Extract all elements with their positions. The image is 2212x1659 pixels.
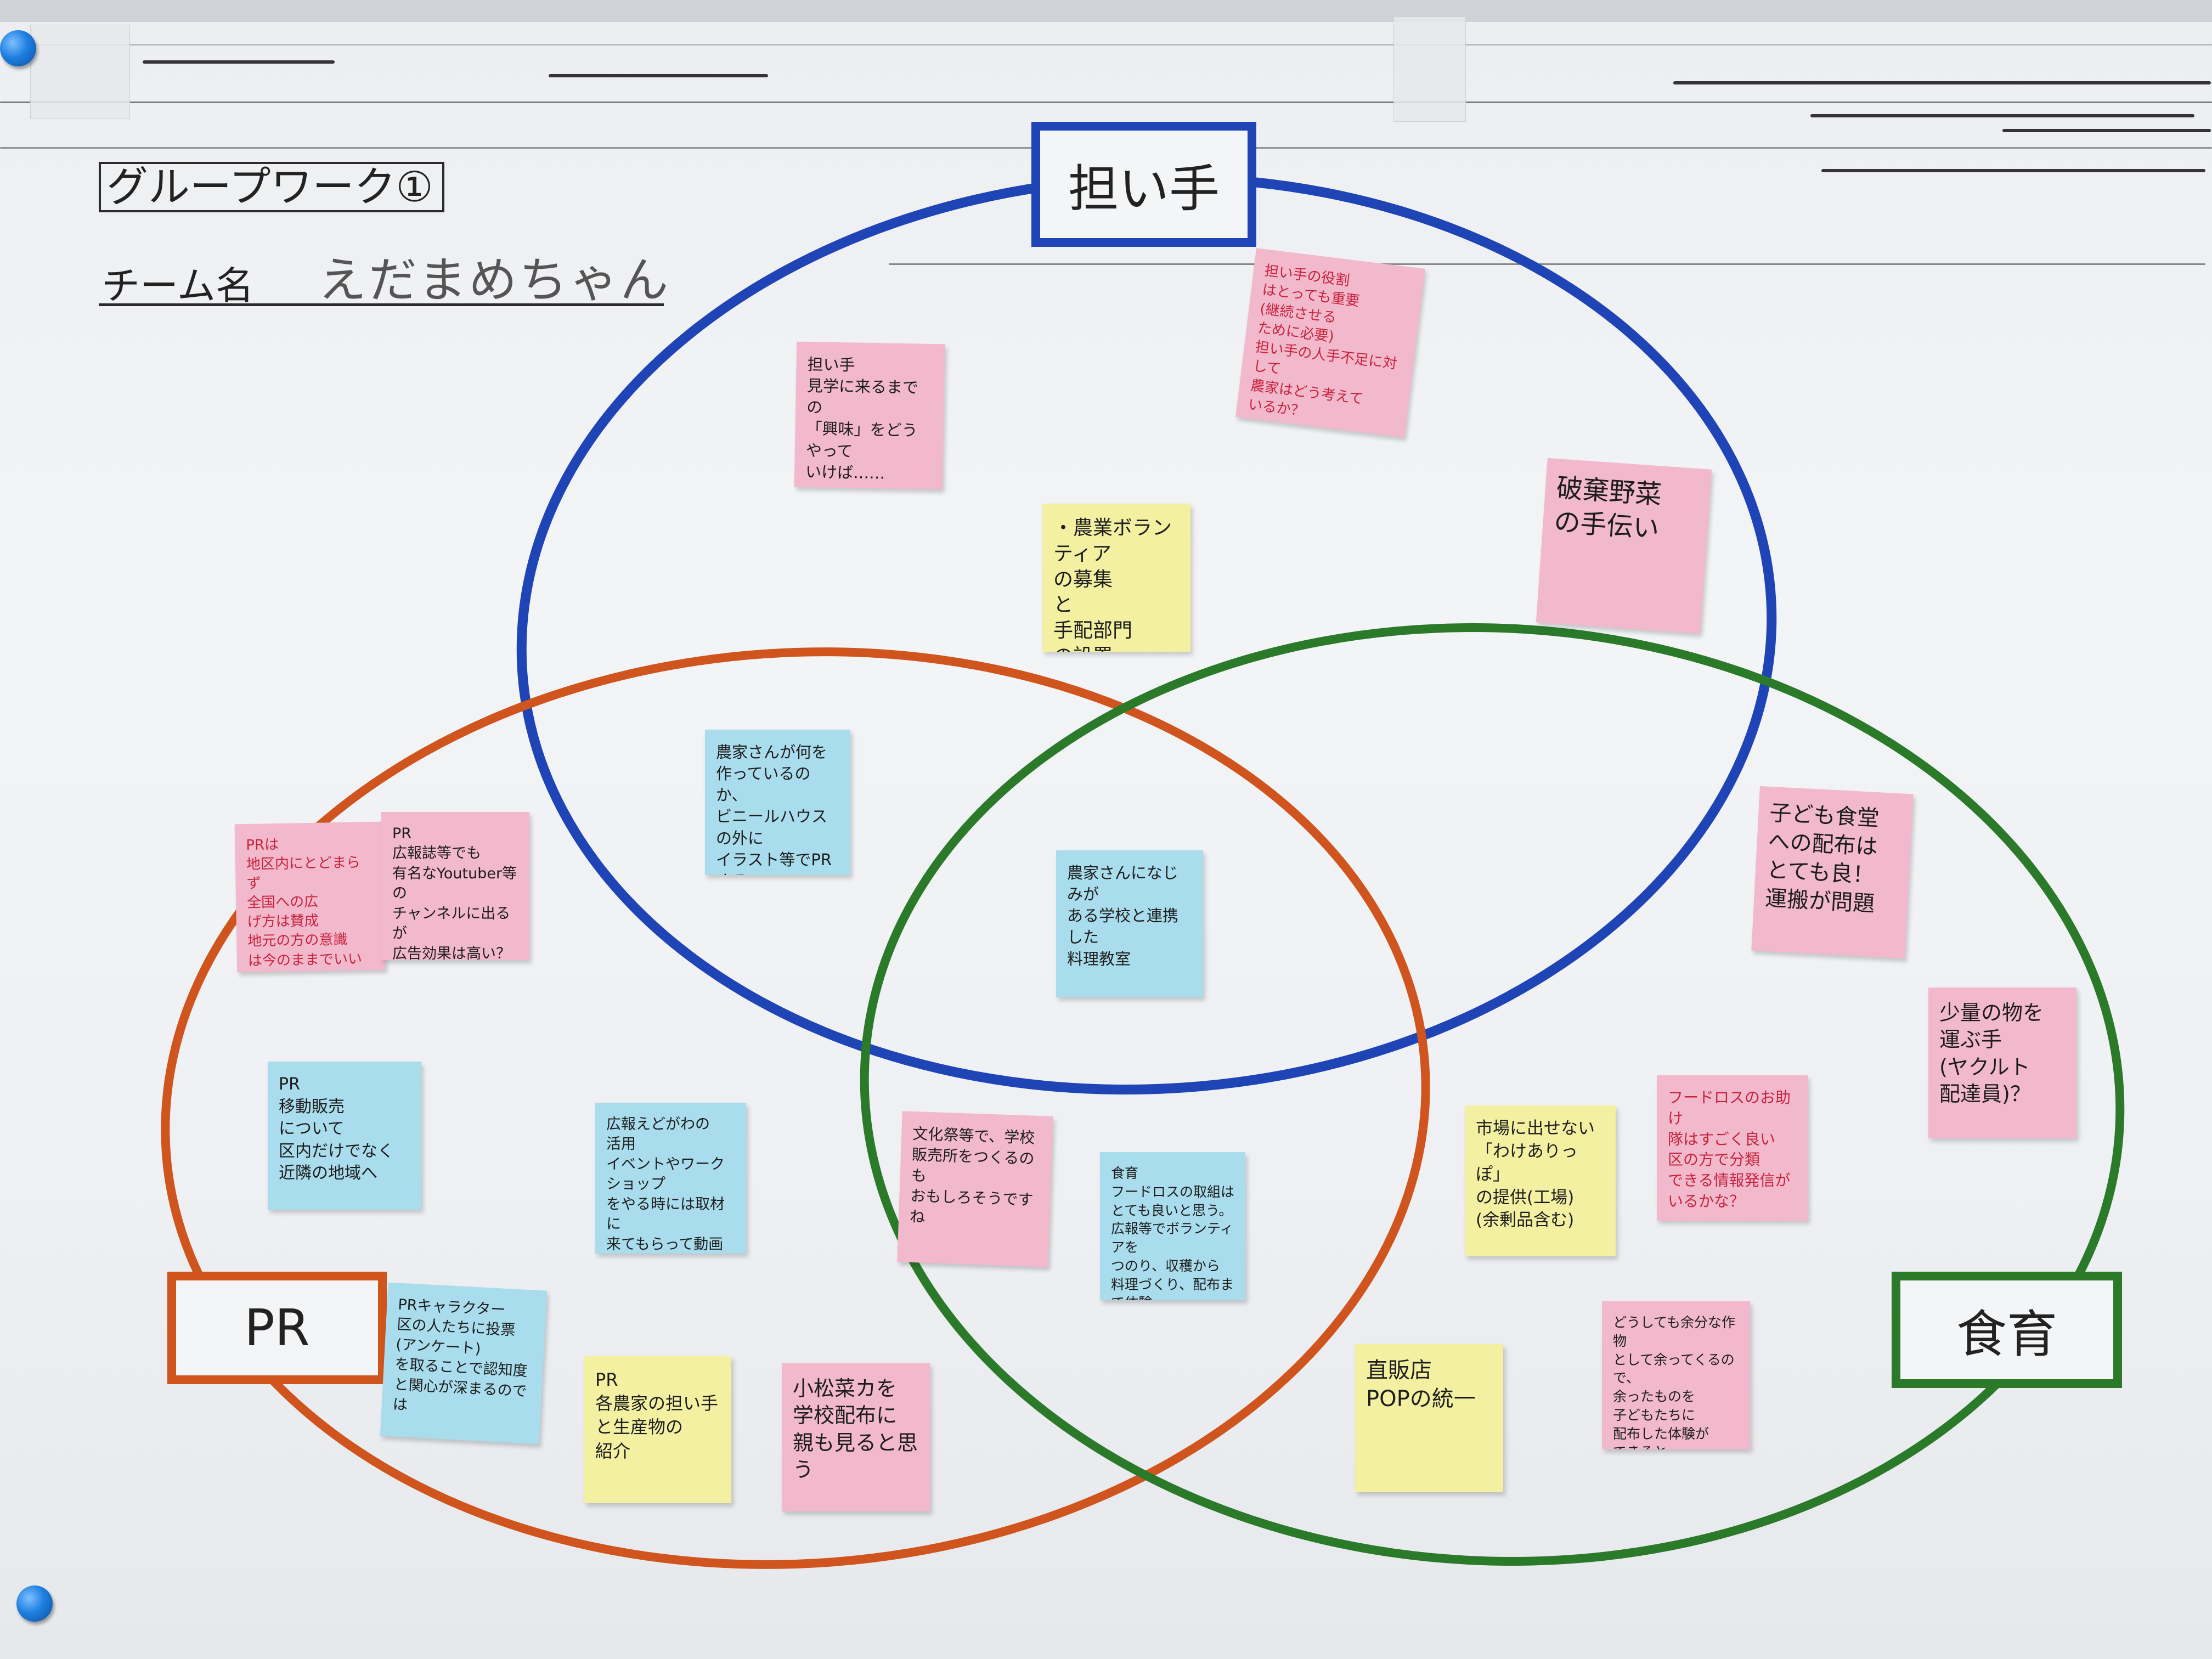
sticky-note: 農家さんが何を 作っているのか、 ビニールハウスの外に イラスト等でPRする Q… xyxy=(705,730,850,875)
sticky-note: 担い手 見学に来るまでの 「興味」をどうやって いけば…… xyxy=(794,341,945,490)
sticky-note: PR 広報誌等でも 有名なYoutuber等の チャンネルに出るが 広告効果は高… xyxy=(381,812,529,960)
sticky-note: フードロスのお助け 隊はすごく良い 区の方で分類 できる情報発信が いるかな？ xyxy=(1657,1075,1808,1221)
sticky-note: 担い手の役割 はとっても重要 (継続させる ために必要) 担い手の人手不足に対し… xyxy=(1235,248,1425,438)
circle-label-top: 担い手 xyxy=(1031,122,1256,247)
paper-fold xyxy=(1810,114,2194,117)
sticky-note: 食育 フードロスの取組は とても良いと思う。 広報等でボランティアを つのり、収… xyxy=(1100,1152,1245,1300)
pin-icon xyxy=(16,1585,53,1622)
paper-fold xyxy=(0,44,2212,46)
tape xyxy=(1393,16,1466,122)
team-label: チーム名 xyxy=(101,263,254,308)
sticky-note: 市場に出せない 「わけありっぽ」 の提供(工場) (余剰品含む) xyxy=(1465,1105,1616,1256)
sticky-note: PRキャラクター 区の人たちに投票 (アンケート) を取ることで認知度 と関心が… xyxy=(380,1282,548,1444)
worksheet-title: グループワーク① xyxy=(99,162,444,212)
paper-fold xyxy=(1673,81,2211,84)
sticky-note: PR 各農家の担い手 と生産物の 紹介 xyxy=(584,1356,731,1503)
sticky-note: PRは 地区内にとどまらず 全国への広 げ方は賛成 地元の方の意識 は今のままで… xyxy=(234,821,386,973)
sticky-note: PR 移動販売 について 区内だけでなく 近隣の地域へ xyxy=(268,1062,421,1210)
paper-fold xyxy=(1821,169,2205,172)
team-name: えだまめちゃん xyxy=(318,252,671,308)
circle-right xyxy=(860,623,2125,1566)
paper-fold xyxy=(889,263,2205,265)
circle-left xyxy=(161,647,1430,1569)
sticky-note: どうしても余分な作物 として余ってくるので、 余ったものを 子どもたちに 配布し… xyxy=(1602,1301,1750,1449)
team-underline xyxy=(99,303,664,306)
paper-fold xyxy=(2002,129,2211,132)
sticky-note: 子ども食堂 への配布は とても良！ 運搬が問題 xyxy=(1751,786,1914,959)
sticky-note: 直販店 POPの統一 xyxy=(1355,1344,1503,1492)
circle-label-left: PR xyxy=(167,1272,387,1384)
tape xyxy=(30,25,130,119)
sticky-note: 広報えどがわの 活用 イベントやワークショップ をやる時には取材に 来てもらって… xyxy=(595,1103,746,1254)
pin-icon xyxy=(0,30,36,66)
paper-fold xyxy=(549,74,768,77)
sticky-note: 小松菜カを 学校配布に 親も見ると思う xyxy=(782,1363,930,1511)
sticky-note: ・農業ボランティア の募集 と 手配部門 の設置 xyxy=(1042,504,1190,652)
paper-fold xyxy=(0,101,2212,103)
paper-fold xyxy=(143,60,335,64)
circle-label-right: 食育 xyxy=(1892,1272,2122,1388)
sticky-note: 破棄野菜 の手伝い xyxy=(1536,458,1712,634)
sticky-note: 農家さんになじみが ある学校と連携した 料理教室 xyxy=(1056,850,1203,997)
sticky-note: 文化祭等で、学校 販売所をつくるのも おもしろそうですね xyxy=(897,1111,1053,1267)
sticky-note: 少量の物を 運ぶ手 (ヤクルト 配達員)？ xyxy=(1928,988,2076,1138)
